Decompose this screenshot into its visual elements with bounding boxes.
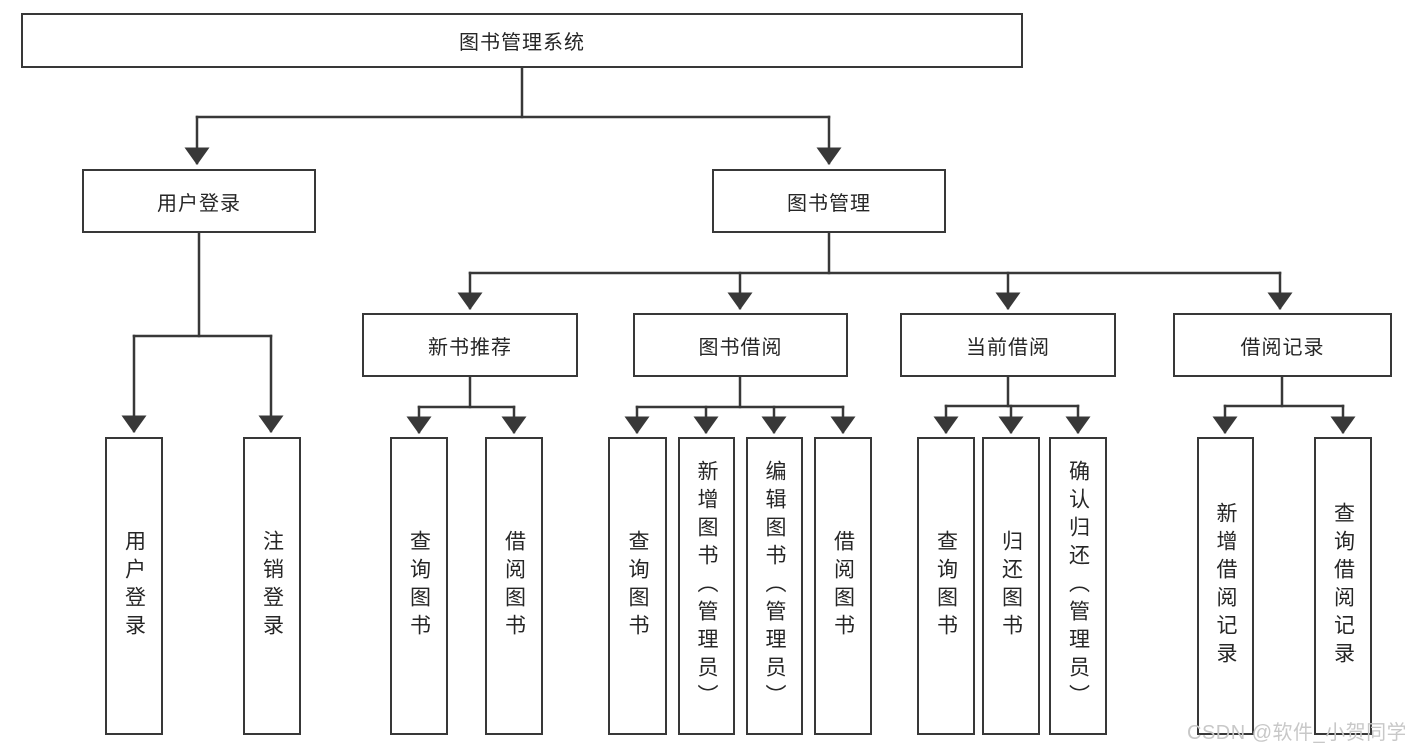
- node-current-borrow: 当前借阅: [900, 313, 1116, 377]
- leaf-return-books: 归还图书: [982, 437, 1040, 735]
- leaf-add-books-admin: 新增图书（管理员）: [678, 437, 735, 735]
- leaf-query-books-current: 查询图书: [917, 437, 975, 735]
- leaf-query-books-recommend: 查询图书: [390, 437, 448, 735]
- node-library-system: 图书管理系统: [21, 13, 1023, 68]
- leaf-add-borrow-record: 新增借阅记录: [1197, 437, 1254, 735]
- node-borrow-records: 借阅记录: [1173, 313, 1392, 377]
- leaf-confirm-return-admin: 确认归还（管理员）: [1049, 437, 1107, 735]
- node-user-login: 用户登录: [82, 169, 316, 233]
- leaf-query-books-borrow: 查询图书: [608, 437, 667, 735]
- node-book-management: 图书管理: [712, 169, 946, 233]
- leaf-user-login: 用户登录: [105, 437, 163, 735]
- leaf-borrow-books-recommend: 借阅图书: [485, 437, 543, 735]
- leaf-query-borrow-record: 查询借阅记录: [1314, 437, 1372, 735]
- node-book-borrow: 图书借阅: [633, 313, 848, 377]
- leaf-borrow-books: 借阅图书: [814, 437, 872, 735]
- leaf-logout: 注销登录: [243, 437, 301, 735]
- leaf-edit-books-admin: 编辑图书（管理员）: [746, 437, 803, 735]
- csdn-watermark: CSDN @软件_小贺同学: [1187, 722, 1405, 744]
- node-new-book-recommend: 新书推荐: [362, 313, 578, 377]
